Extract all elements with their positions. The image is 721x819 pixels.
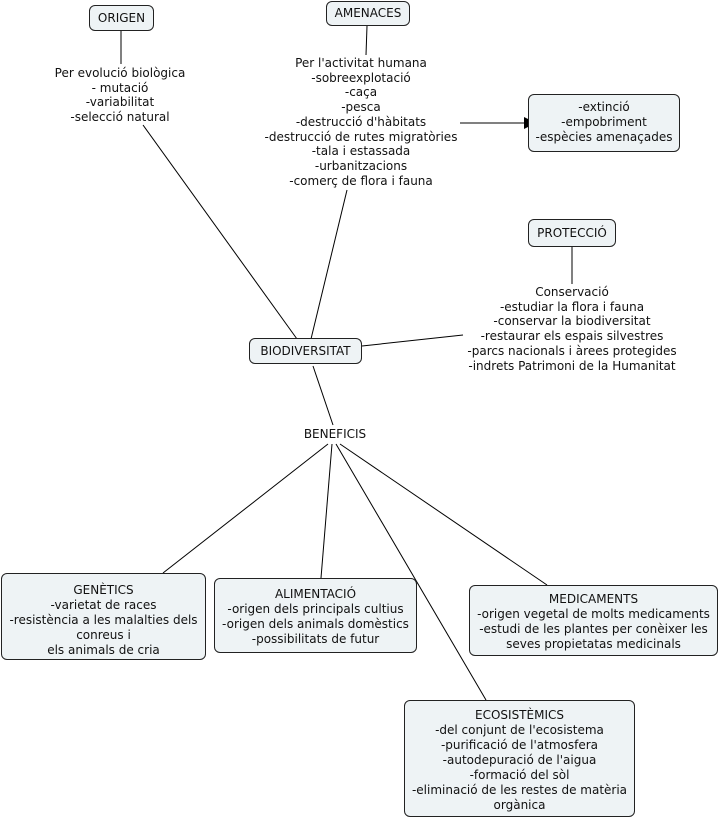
origen-text: Per evolució biològica - mutació -variab… bbox=[40, 66, 200, 125]
proteccio-line: -conservar la biodiversitat bbox=[493, 314, 651, 329]
link-amenaces-biodiversitat bbox=[310, 189, 348, 340]
amenaces-line: -destrucció de rutes migratòries bbox=[264, 129, 458, 144]
ecosistemics-line: orgànica bbox=[493, 798, 546, 812]
origen-node[interactable]: ORIGEN bbox=[89, 5, 154, 31]
beneficis-title: BENEFICIS bbox=[303, 427, 367, 441]
genetics-line: conreus i bbox=[76, 628, 131, 642]
amenaces-line: -urbanitzacions bbox=[314, 158, 408, 173]
genetics-node[interactable]: GENÈTICS -varietat de races -resistència… bbox=[1, 573, 206, 660]
ecosistemics-node[interactable]: ECOSISTÈMICS -del conjunt de l'ecosistem… bbox=[404, 700, 635, 817]
ecosistemics-line: -del conjunt de l'ecosistema bbox=[435, 723, 604, 737]
origen-title: ORIGEN bbox=[97, 11, 146, 25]
consequences-node[interactable]: -extinció -empobriment -espècies amenaça… bbox=[528, 94, 680, 152]
medicaments-line: -estudi de les plantes per conèixer les bbox=[479, 622, 708, 636]
link-beneficis-genetics bbox=[162, 443, 329, 574]
amenaces-line: -pesca bbox=[341, 100, 381, 115]
medicaments-node[interactable]: MEDICAMENTS -origen vegetal de molts med… bbox=[469, 585, 718, 656]
alimentacio-line: ALIMENTACIÓ bbox=[274, 587, 357, 601]
proteccio-title: PROTECCIÓ bbox=[537, 226, 607, 240]
link-beneficis-ecosistemics bbox=[335, 443, 487, 701]
amenaces-node[interactable]: AMENACES bbox=[326, 1, 410, 26]
amenaces-text: Per l'activitat humana -sobreexplotació … bbox=[256, 56, 466, 188]
proteccio-line: -indrets Patrimoni de la Humanitat bbox=[468, 358, 676, 373]
link-beneficis-alimentacio bbox=[320, 443, 333, 579]
amenaces-line: -tala i estassada bbox=[311, 144, 411, 159]
biodiversitat-node[interactable]: BIODIVERSITAT bbox=[249, 338, 362, 364]
amenaces-line: -destrucció d'hàbitats bbox=[295, 114, 427, 129]
genetics-line: -resistència a les malalties dels bbox=[9, 613, 198, 627]
proteccio-line: -estudiar la flora i fauna bbox=[499, 299, 645, 314]
consequences-line: -empobriment bbox=[561, 115, 647, 129]
ecosistemics-line: -purificació de l'atmosfera bbox=[440, 738, 599, 752]
amenaces-line: -caça bbox=[344, 85, 378, 100]
genetics-line: GENÈTICS bbox=[73, 583, 134, 597]
alimentacio-line: -origen dels principals cultius bbox=[227, 602, 404, 616]
proteccio-line: -parcs nacionals i àrees protegides bbox=[467, 343, 677, 358]
amenaces-title: AMENACES bbox=[334, 6, 402, 20]
origen-line: Per evolució biològica bbox=[54, 66, 186, 80]
proteccio-text: Conservació -estudiar la flora i fauna -… bbox=[458, 285, 686, 373]
ecosistemics-line: -eliminació de les restes de matèria bbox=[411, 783, 628, 797]
link-biodiversitat-proteccio bbox=[361, 334, 464, 347]
alimentacio-node[interactable]: ALIMENTACIÓ -origen dels principals cult… bbox=[214, 578, 417, 653]
consequences-line: -extinció bbox=[578, 100, 630, 114]
link-beneficis-medicaments bbox=[339, 443, 548, 586]
medicaments-line: seves propietatas medicinals bbox=[506, 637, 681, 651]
ecosistemics-line: -formació del sòl bbox=[469, 768, 570, 782]
amenaces-line: -sobreexplotació bbox=[311, 70, 411, 85]
proteccio-node[interactable]: PROTECCIÓ bbox=[528, 219, 616, 247]
amenaces-line: Per l'activitat humana bbox=[295, 56, 427, 70]
beneficis-label: BENEFICIS bbox=[290, 427, 380, 442]
medicaments-line: -origen vegetal de molts medicaments bbox=[477, 607, 710, 621]
medicaments-line: MEDICAMENTS bbox=[548, 592, 639, 606]
origen-line: - mutació bbox=[91, 80, 149, 95]
ecosistemics-line: -autodepuració de l'aigua bbox=[442, 753, 597, 767]
link-biodiversitat-beneficis bbox=[312, 365, 334, 426]
proteccio-line: Conservació bbox=[535, 285, 609, 299]
link-origen-biodiversitat bbox=[142, 124, 298, 340]
link-amenaces-text bbox=[365, 25, 368, 56]
origen-line: -variabilitat bbox=[85, 95, 155, 110]
ecosistemics-line: ECOSISTÈMICS bbox=[475, 708, 564, 722]
biodiversitat-title: BIODIVERSITAT bbox=[260, 344, 351, 358]
alimentacio-line: -origen dels animals domèstics bbox=[222, 617, 409, 631]
consequences-line: -espècies amenaçades bbox=[535, 130, 673, 144]
genetics-line: els animals de cria bbox=[47, 643, 160, 657]
genetics-line: -varietat de races bbox=[50, 598, 157, 612]
alimentacio-line: -possibilitats de futur bbox=[251, 632, 380, 646]
proteccio-line: -restaurar els espais silvestres bbox=[480, 329, 664, 344]
amenaces-line: -comerç de flora i fauna bbox=[289, 173, 433, 188]
origen-line: -selecció natural bbox=[70, 110, 170, 125]
